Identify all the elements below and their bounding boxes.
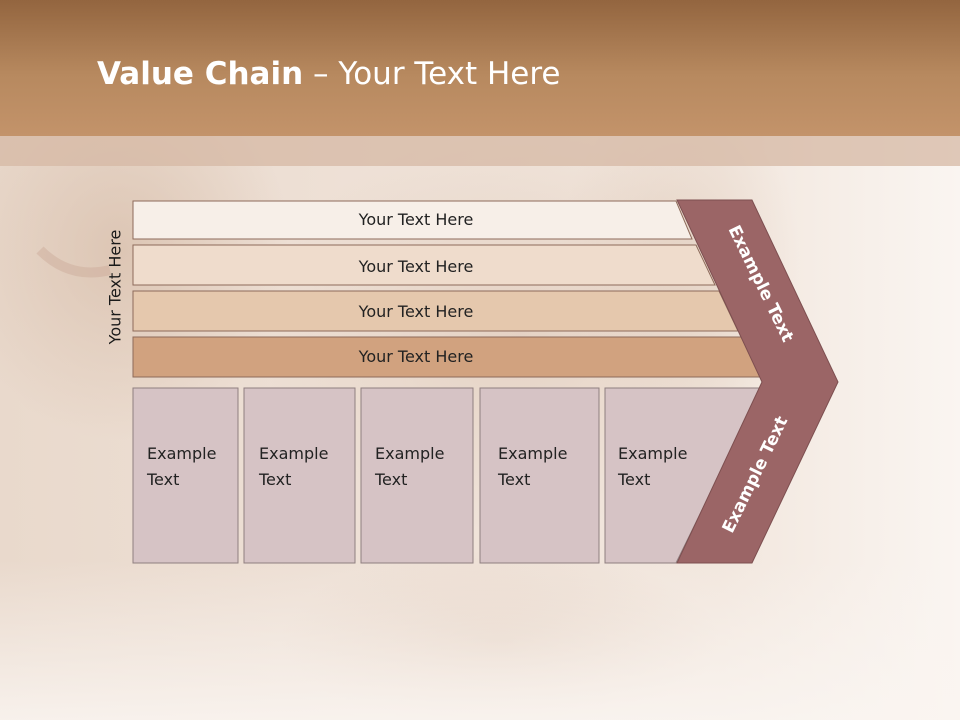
reflection-box-4-line-2: Text xyxy=(497,637,530,656)
box-2-line-1: Example xyxy=(259,444,328,463)
title-bar xyxy=(0,0,960,136)
slide-title: Value Chain – Your Text Here xyxy=(97,54,560,94)
reflection-box-4-line-1: Example xyxy=(498,663,567,682)
bar-row-4: Your Text Here xyxy=(132,336,763,378)
box-3-line-1: Example xyxy=(375,444,444,463)
reflection-box-3-line-1: Example xyxy=(375,663,444,682)
reflection-box-1-line-2: Text xyxy=(146,637,179,656)
activity-box-1: Example Text xyxy=(132,387,239,564)
reflection-box-5-line-1: Example xyxy=(618,663,687,682)
reflection-box-1-line-1: Example xyxy=(147,663,216,682)
activity-box-2: Example Text xyxy=(243,387,356,564)
reflection-box-2-line-2: Text xyxy=(258,637,291,656)
bar-row-2: Your Text Here xyxy=(132,244,716,286)
bar-label-3: Your Text Here xyxy=(358,302,474,321)
reflection-box-2-line-1: Example xyxy=(259,663,328,682)
bar-label-4: Your Text Here xyxy=(358,347,474,366)
box-5-line-2: Text xyxy=(617,470,650,489)
side-label-text: Your Text Here xyxy=(105,229,125,345)
bar-row-1: Your Text Here xyxy=(132,200,693,240)
bar-row-3: Your Text Here xyxy=(132,290,739,332)
box-5-line-1: Example xyxy=(618,444,687,463)
diagram-reflection: Example Text Example Text Example Text E… xyxy=(132,562,827,720)
bar-label-1: Your Text Here xyxy=(358,210,474,229)
title-bold: Value Chain xyxy=(97,56,304,92)
reflection-box-5-line-2: Text xyxy=(617,637,650,656)
box-2-line-2: Text xyxy=(258,470,291,489)
reflection-box-3-line-2: Text xyxy=(374,637,407,656)
box-4-line-1: Example xyxy=(498,444,567,463)
title-rest: – Your Text Here xyxy=(303,56,561,92)
box-4-line-2: Text xyxy=(497,470,530,489)
box-1-line-2: Text xyxy=(146,470,179,489)
activity-box-4: Example Text xyxy=(479,387,600,564)
box-3-line-2: Text xyxy=(374,470,407,489)
title-bar-band xyxy=(0,136,960,166)
bar-label-2: Your Text Here xyxy=(358,257,474,276)
activity-box-3: Example Text xyxy=(360,387,474,564)
box-1-line-1: Example xyxy=(147,444,216,463)
